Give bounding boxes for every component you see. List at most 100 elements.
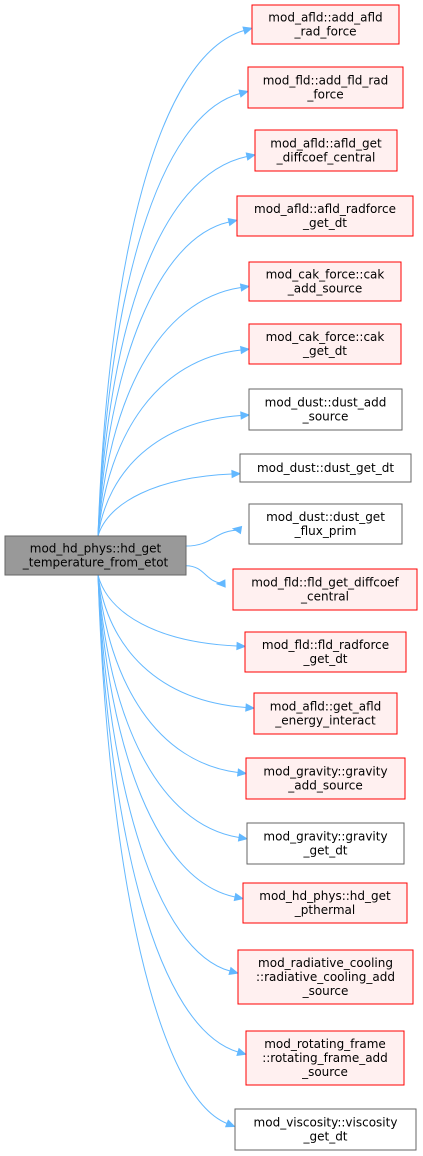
arrow-head-icon [227, 217, 239, 227]
target-node-label-line: mod_gravity::gravity [263, 830, 387, 844]
target-node-box[interactable] [246, 822, 405, 865]
target-node[interactable]: mod_cak_force::cak_add_source [248, 261, 402, 302]
target-node[interactable]: mod_dust::dust_get_dt [239, 453, 412, 483]
source-node-label-line: _temperature_from_etot [22, 556, 169, 570]
target-node-label-line: _diffcoef_central [276, 151, 376, 165]
target-node-label-line: ::rotating_frame_add [262, 1051, 388, 1065]
call-edge [97, 287, 242, 537]
target-node-label-line: mod_rotating_frame [264, 1037, 386, 1051]
target-node[interactable]: mod_fld::fld_radforce_get_dt [244, 631, 407, 673]
target-node[interactable]: mod_afld::add_afld_rad_force [251, 4, 400, 45]
target-node-box[interactable] [245, 1030, 405, 1086]
target-node-label-line: ::radiative_cooling_add [256, 970, 395, 984]
target-node[interactable]: mod_rotating_frame::rotating_frame_add_s… [245, 1030, 405, 1086]
target-node-label-line: mod_cak_force::cak [266, 268, 385, 282]
target-node-label-line: _rad_force [293, 25, 356, 39]
target-node-box[interactable] [248, 388, 403, 431]
arrow-head-icon [233, 892, 245, 902]
call-edge [97, 221, 230, 537]
arrow-head-icon [236, 1047, 247, 1056]
call-edge [97, 574, 240, 838]
target-node-box[interactable] [232, 568, 418, 611]
call-edge [97, 574, 231, 972]
target-node-label-line: _flux_prim [294, 524, 357, 538]
target-node[interactable]: mod_afld::get_afld_energy_interact [253, 692, 398, 735]
target-node[interactable]: mod_hd_phys::hd_get_pthermal [242, 882, 408, 924]
target-node-label-line: _energy_interact [274, 714, 376, 728]
call-edge [185, 529, 242, 547]
edge-layer [97, 26, 257, 1128]
arrow-head-icon [238, 89, 249, 98]
source-node[interactable]: mod_hd_phys::hd_get_temperature_from_eto… [4, 535, 187, 576]
target-node[interactable]: mod_afld::afld_radforce_get_dt [236, 195, 414, 237]
target-node-label-line: mod_dust::dust_get_dt [257, 461, 394, 475]
target-node-box[interactable] [239, 453, 412, 483]
target-node-label-line: _get_dt [302, 844, 347, 858]
arrow-head-icon [240, 411, 251, 420]
target-node-box[interactable] [248, 503, 403, 545]
target-node[interactable]: mod_fld::add_fld_rad_force [247, 66, 404, 109]
target-node-label-line: mod_fld::add_fld_rad [263, 74, 389, 88]
target-node-box[interactable] [234, 1108, 417, 1151]
target-node-label-line: _force [306, 88, 343, 102]
arrow-head-icon [224, 1119, 236, 1128]
target-node-box[interactable] [248, 261, 402, 302]
target-node[interactable]: mod_radiative_cooling::radiative_cooling… [237, 949, 414, 1005]
target-node-box[interactable] [245, 757, 406, 800]
call-edge [185, 565, 226, 584]
target-node[interactable]: mod_cak_force::cak_get_dt [248, 323, 402, 365]
call-edge [97, 473, 233, 537]
arrow-head-icon [236, 641, 247, 651]
target-node-label-line: mod_fld::fld_get_diffcoef [251, 576, 399, 590]
target-node[interactable]: mod_dust::dust_get_flux_prim [248, 503, 403, 545]
target-node[interactable]: mod_gravity::gravity_add_source [245, 757, 406, 800]
call-edge [97, 93, 241, 537]
arrow-head-icon [242, 26, 253, 35]
target-node-label-line: _get_dt [302, 1130, 347, 1144]
arrow-head-icon [237, 833, 249, 842]
target-node-label-line: mod_gravity::gravity [263, 765, 387, 779]
target-node-label-line: _get_dt [302, 652, 347, 666]
target-node[interactable]: mod_dust::dust_add_source [248, 388, 403, 431]
target-node-label-line: mod_hd_phys::hd_get [259, 889, 391, 903]
target-node-box[interactable] [247, 66, 404, 109]
target-node-label-line: _get_dt [302, 344, 347, 358]
target-node-label-line: mod_afld::get_afld [270, 700, 382, 714]
source-node-label-line: mod_hd_phys::hd_get [30, 542, 162, 556]
call-edge [97, 156, 248, 537]
call-edge [97, 574, 247, 708]
call-edge [97, 574, 228, 1124]
target-node-box[interactable] [242, 882, 408, 924]
target-node-label-line: mod_afld::add_afld [268, 11, 382, 25]
target-node-box[interactable] [248, 323, 402, 365]
target-node-label-line: _add_source [287, 779, 362, 793]
target-node-label-line: mod_cak_force::cak [266, 330, 385, 344]
arrow-head-icon [228, 966, 239, 975]
target-node-label-line: _add_source [287, 282, 362, 296]
target-node-label-line: _get_dt [302, 216, 347, 230]
target-node[interactable]: mod_fld::fld_get_diffcoef_central [232, 568, 418, 611]
target-node-label-line: mod_viscosity::viscosity [254, 1116, 398, 1130]
arrow-head-icon [215, 579, 226, 588]
source-node-box[interactable] [4, 535, 187, 576]
target-node-layer: mod_afld::add_afld_rad_forcemod_fld::add… [232, 4, 418, 1151]
target-node-label-line: _source [302, 410, 349, 424]
target-node-box[interactable] [236, 195, 414, 237]
arrow-head-icon [245, 152, 257, 161]
target-node[interactable]: mod_gravity::gravity_get_dt [246, 822, 405, 865]
target-node-box[interactable] [237, 949, 414, 1005]
target-node-label-line: mod_dust::dust_add [265, 396, 387, 410]
target-node-box[interactable] [251, 4, 400, 45]
target-node-label-line: mod_fld::fld_radforce [262, 638, 389, 652]
call-edge [97, 349, 242, 537]
target-node-label-line: mod_afld::afld_get [270, 137, 382, 151]
call-edge [97, 574, 236, 898]
arrow-head-icon [239, 283, 251, 292]
target-node-box[interactable] [254, 129, 398, 172]
target-node-box[interactable] [244, 631, 407, 673]
target-node[interactable]: mod_viscosity::viscosity_get_dt [234, 1108, 417, 1151]
arrow-head-icon [245, 703, 256, 712]
call-edge [97, 415, 242, 537]
target-node[interactable]: mod_afld::afld_get_diffcoef_central [254, 129, 398, 172]
target-node-box[interactable] [253, 692, 398, 735]
